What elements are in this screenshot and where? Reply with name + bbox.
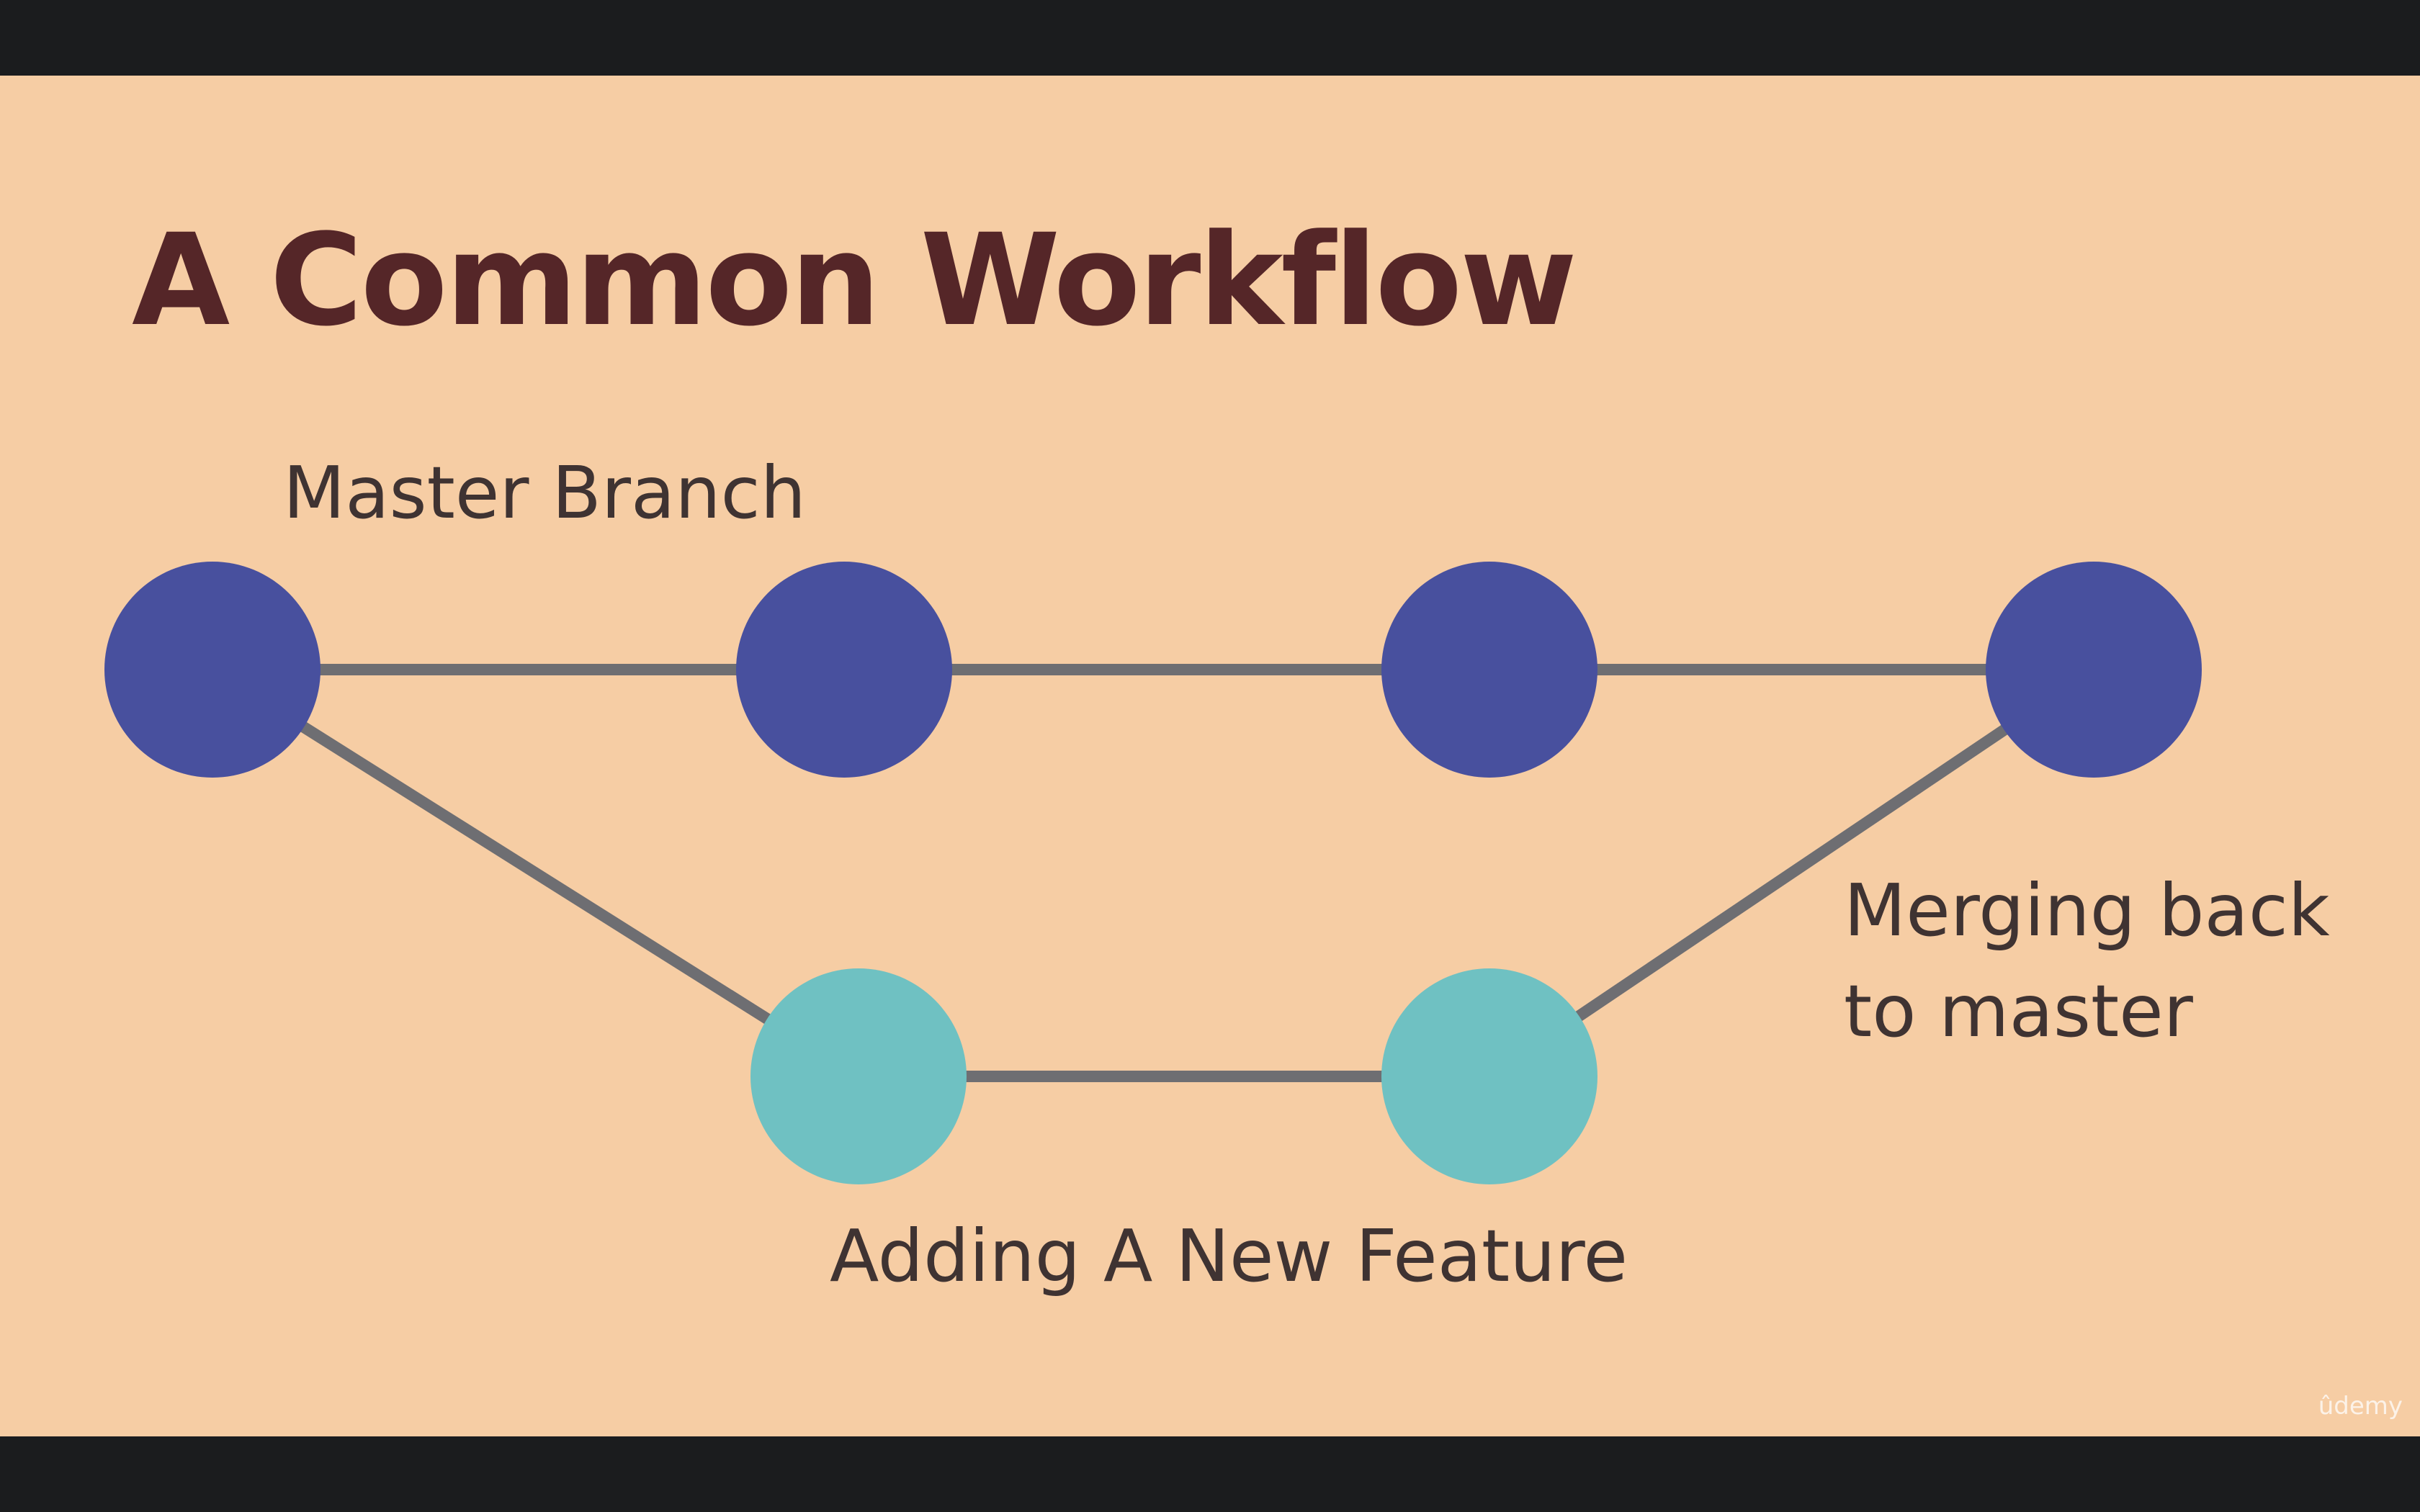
- merge-label: Merging back to master: [1844, 860, 2330, 1062]
- merge-label-line-2: to master: [1844, 969, 2193, 1053]
- master-commit-1: [104, 562, 321, 778]
- commits: [104, 562, 2202, 1184]
- connector-branch-out: [209, 665, 862, 1081]
- workflow-diagram: [0, 76, 2420, 1436]
- connector-merge-back: [1486, 665, 2097, 1081]
- slide-title: A Common Workflow: [132, 207, 1577, 354]
- merge-label-line-1: Merging back: [1844, 868, 2330, 953]
- master-commit-4: [1986, 562, 2202, 778]
- feature-label: Adding A New Feature: [830, 1214, 1628, 1298]
- slide-background: [0, 76, 2420, 1436]
- slide: A Common Workflow Master Branch Merging …: [0, 76, 2420, 1436]
- master-commit-3: [1381, 562, 1597, 778]
- master-commit-2: [736, 562, 952, 778]
- udemy-watermark-logo: ûdemy: [2318, 1392, 2403, 1421]
- master-branch-label: Master Branch: [283, 451, 807, 535]
- feature-commit-2: [1381, 968, 1597, 1184]
- feature-commit-1: [750, 968, 967, 1184]
